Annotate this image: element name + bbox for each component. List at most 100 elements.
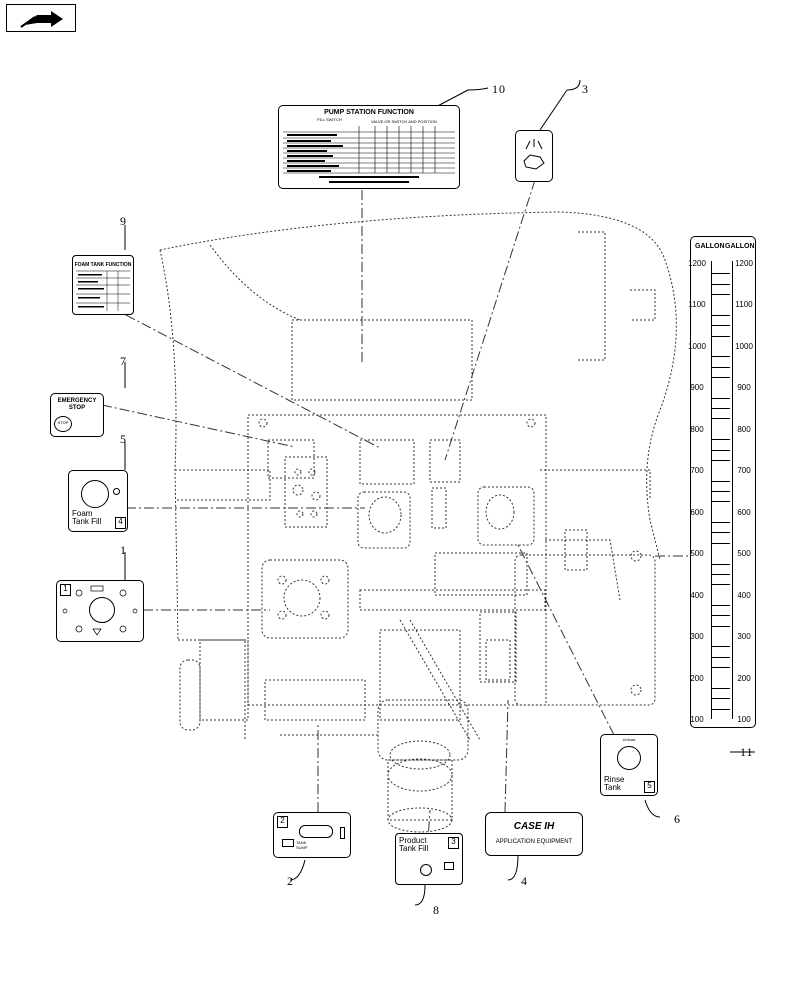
- pump-station-table: [283, 126, 455, 183]
- foam-tank-table: [76, 270, 130, 311]
- gauge-tick-left: 300: [690, 632, 704, 642]
- knob-hole: [81, 480, 109, 508]
- gauge-tick-left: 100: [690, 715, 704, 724]
- callout-3: 3: [582, 82, 589, 96]
- gauge-tick-right: 800: [737, 424, 751, 434]
- gauge-minor-tick: [712, 532, 730, 534]
- callout-8: 8: [433, 903, 440, 917]
- gauge-minor-tick: [712, 356, 730, 358]
- gauge-minor-tick: [712, 377, 730, 378]
- foam-tank-fill-decal: Foam Tank Fill 4: [68, 470, 128, 532]
- leader-6: [517, 544, 615, 736]
- valve-position-marks: [62, 585, 138, 636]
- product-fill-number: 3: [448, 837, 459, 849]
- rinse-line1: Rinse: [604, 775, 625, 784]
- gauge-minor-tick: [712, 542, 730, 544]
- callout-2: 2: [287, 874, 294, 888]
- emergency-line2: STOP: [68, 405, 86, 411]
- sump-decal-2-number: 2: [277, 816, 288, 828]
- gauge-minor-tick: [712, 325, 730, 327]
- tank-sump-decal-2: 2 TANK SUMP: [273, 812, 351, 858]
- nav-button[interactable]: [6, 4, 76, 32]
- gauge-minor-tick: [712, 408, 730, 410]
- gauge-scale-bar: [711, 261, 733, 719]
- gauge-minor-tick: [712, 273, 730, 275]
- valve-hole: [89, 597, 115, 623]
- gauge-minor-tick: [712, 397, 730, 399]
- gauge-minor-tick: [712, 491, 730, 492]
- gauge-minor-tick: [712, 459, 730, 461]
- callout-9: 9: [120, 214, 127, 228]
- gauge-minor-tick: [712, 480, 730, 482]
- gauge-minor-tick: [712, 522, 730, 524]
- foam-fill-line1: Foam: [72, 509, 93, 518]
- gauge-minor-tick: [712, 646, 730, 648]
- callout-7: 7: [120, 354, 127, 368]
- valve-header: VALVE OR SWITCH AND POSITION: [371, 119, 437, 124]
- rinse-top-label: Unload: [622, 737, 636, 742]
- callout-4: 4: [521, 874, 528, 888]
- rinse-pictogram-decal: [515, 130, 553, 182]
- pump-station-title: PUMP STATION FUNCTION: [324, 109, 414, 116]
- gauge-minor-tick: [712, 283, 730, 285]
- gauge-tick-left: 500: [690, 549, 704, 559]
- gauge-tick-right: 700: [737, 466, 751, 476]
- gauge-tick-right: 1100: [735, 300, 753, 310]
- gauge-tick-left: 700: [690, 466, 704, 476]
- product-fill-line1: Product: [399, 836, 427, 845]
- gauge-tick-left: 600: [690, 507, 704, 517]
- leader-3: [444, 179, 536, 461]
- callout-11: 11: [740, 745, 754, 759]
- leader-4: [504, 699, 509, 813]
- rinse-number: 5: [644, 781, 655, 793]
- gauge-minor-tick: [712, 449, 730, 451]
- rinse-line2: Tank: [604, 783, 621, 792]
- book-arrow-icon: [20, 11, 63, 28]
- gauge-tick-left: 200: [690, 673, 704, 683]
- leader-9: [125, 314, 381, 449]
- callout-10: 10: [492, 82, 506, 96]
- indicator-circle-icon: [113, 488, 120, 495]
- tank-icon: [282, 839, 294, 847]
- gauge-unit-right: GALLON: [725, 243, 755, 250]
- lever-slot: [299, 825, 333, 838]
- product-tank-fill-decal: Product Tank Fill 3: [395, 833, 463, 885]
- rinse-tank-decal: Unload Rinse Tank 5: [600, 734, 658, 796]
- gauge-tick-right: 300: [737, 632, 751, 642]
- gauge-unit-left: GALLON: [695, 243, 725, 250]
- gauge-minor-tick: [712, 335, 730, 337]
- callout-1: 1: [120, 543, 127, 557]
- gauge-tick-left: 1100: [688, 300, 706, 310]
- spray-nozzle-icon: [523, 139, 545, 170]
- emergency-stop-decal: EMERGENCY STOP STOP: [50, 393, 104, 437]
- gauge-tick-left: 900: [690, 383, 704, 393]
- sump-label2: SUMP: [296, 845, 308, 850]
- gauge-minor-tick: [712, 656, 730, 658]
- fill-port-icon: [420, 864, 432, 876]
- gauge-minor-tick: [712, 294, 730, 296]
- stop-button-label: STOP: [57, 420, 69, 425]
- gauge-tick-left: 800: [690, 424, 704, 434]
- gauge-minor-tick: [712, 366, 730, 368]
- gauge-tick-right: 600: [737, 507, 751, 517]
- gauge-tick-right: 900: [737, 383, 751, 393]
- case-ih-decal: CASE IH APPLICATION EQUIPMENT: [485, 812, 583, 856]
- gauge-minor-tick: [712, 687, 730, 689]
- gauge-minor-tick: [712, 584, 730, 586]
- foam-tank-function-decal: FOAM TANK FUNCTION: [72, 255, 134, 315]
- rinse-knob-hole: [617, 746, 641, 770]
- gauge-tick-left: 1200: [688, 259, 706, 268]
- callout-5: 5: [120, 432, 127, 446]
- case-ih-logo: CASE IH: [513, 821, 555, 832]
- lever-indicator: [340, 827, 345, 839]
- gauge-tick-left: 1000: [688, 341, 706, 351]
- gauge-tick-right: 400: [737, 590, 751, 600]
- gauge-minor-tick: [712, 439, 730, 441]
- gauge-tick-right: 100: [737, 715, 751, 724]
- foam-tank-title: FOAM TANK FUNCTION: [74, 262, 132, 268]
- tank-sump-valve-decal-1: 1: [56, 580, 144, 642]
- gauge-tick-right: 200: [737, 673, 751, 683]
- product-fill-line2: Tank Fill: [399, 844, 429, 853]
- pump-station-decal: PUMP STATION FUNCTION FILL SWITCH VALVE …: [278, 105, 460, 189]
- gauge-tick-right: 1000: [735, 341, 753, 351]
